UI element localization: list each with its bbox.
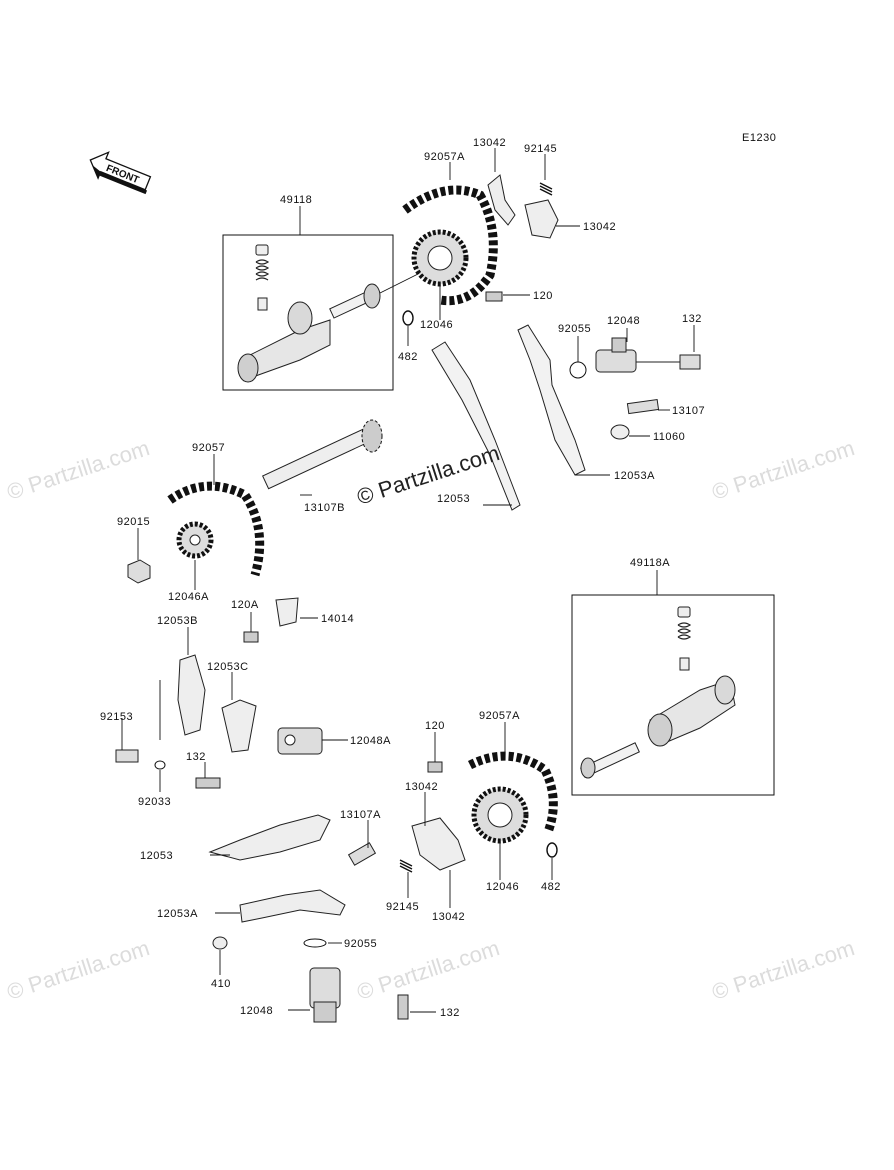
label-92055-top: 92055 [558, 323, 591, 335]
label-12048-top: 12048 [607, 315, 640, 327]
label-92057A-top: 92057A [424, 151, 465, 163]
nut-92015 [127, 559, 151, 584]
o-ring-92055-bottom [303, 938, 327, 948]
label-13107: 13107 [672, 405, 705, 417]
guide-12053B [177, 654, 206, 736]
watermark-tile: © Partzilla.com [354, 0, 503, 5]
part-labels: 92057A 13042 92145 13042 49118 120 12046… [100, 137, 705, 1019]
figure-code: E1230 [742, 132, 776, 144]
bolt-132-bottom [397, 994, 409, 1020]
chain-plate-13042-bottom [411, 817, 466, 871]
label-13107A: 13107A [340, 809, 381, 821]
label-12048A: 12048A [350, 735, 391, 747]
label-12053A-top: 12053A [614, 470, 655, 482]
label-14014: 14014 [321, 613, 354, 625]
label-92145-top: 92145 [524, 143, 557, 155]
label-13042-right: 13042 [583, 221, 616, 233]
label-12053B: 12053B [157, 615, 198, 627]
washer-11060 [610, 424, 630, 440]
label-11060: 11060 [653, 431, 685, 443]
camshaft-exhaust [237, 244, 381, 383]
label-13042-top: 13042 [473, 137, 506, 149]
cam-chain-top [402, 185, 498, 306]
leader-lines [121, 148, 695, 1013]
assembly-box-49118 [222, 234, 394, 391]
spring-92145-bottom [399, 859, 413, 873]
chain-guide-12053A-top [517, 324, 586, 476]
label-120-bottom: 120 [425, 720, 445, 732]
label-482-top: 482 [398, 351, 418, 363]
bolt-132-mid [195, 777, 221, 789]
watermark-tile: © Partzilla.com [709, 0, 858, 5]
bolt-13107 [626, 398, 660, 415]
label-49118A: 49118A [630, 557, 670, 569]
label-410: 410 [211, 978, 231, 990]
washer-482-top [402, 310, 414, 326]
tensioner-12048-top [595, 337, 701, 373]
label-132-mid: 132 [186, 751, 206, 763]
label-132-top: 132 [682, 313, 702, 325]
tensioner-12048-bottom [309, 967, 341, 1023]
bolt-13107A [347, 842, 377, 866]
sprocket-12046A [176, 521, 214, 559]
label-12053-mid: 12053 [437, 493, 470, 505]
cam-sprocket-bottom [471, 786, 529, 844]
bracket-14014 [275, 597, 299, 627]
bolt-92153 [115, 749, 139, 763]
spring-92145-top [539, 182, 553, 196]
label-12053C: 12053C [207, 661, 249, 673]
label-12046-bottom: 12046 [486, 881, 519, 893]
cam-sprocket-top [411, 229, 469, 287]
label-49118: 49118 [280, 194, 312, 206]
bolt-120-top [485, 291, 503, 302]
washer-92033 [154, 760, 166, 770]
label-13042-bottom-2: 13042 [432, 911, 465, 923]
watermark-tile: © Partzilla.com [709, 435, 858, 505]
label-92015: 92015 [117, 516, 150, 528]
label-12046A: 12046A [168, 591, 209, 603]
label-120-top: 120 [533, 290, 553, 302]
label-92057A-bottom: 92057A [479, 710, 520, 722]
front-arrow-icon: FRONT [89, 151, 152, 195]
label-92033: 92033 [138, 796, 171, 808]
guide-12053C [221, 699, 257, 753]
label-92153: 92153 [100, 711, 133, 723]
o-ring-92055-top [569, 361, 587, 379]
label-482-bottom: 482 [541, 881, 561, 893]
label-13107B: 13107B [304, 502, 345, 514]
bolt-120A [243, 631, 259, 643]
label-13042-bottom-1: 13042 [405, 781, 438, 793]
label-132-bottom: 132 [440, 1007, 460, 1019]
chain-plate-13042-top [487, 174, 516, 226]
chain-plate-13042-right [524, 199, 559, 239]
washer-482-bottom [546, 842, 558, 858]
washer-410 [212, 936, 228, 950]
label-12053A-bottom: 12053A [157, 908, 198, 920]
label-92057: 92057 [192, 442, 225, 454]
label-12053-bottom: 12053 [140, 850, 173, 862]
tensioner-12048A [277, 727, 323, 755]
label-12046-top: 12046 [420, 319, 453, 331]
guide-12053A-bottom [239, 889, 346, 923]
camshaft-intake [580, 606, 736, 779]
assembly-box-49118A [571, 594, 775, 796]
cam-chain-92057A-bottom [467, 751, 558, 834]
label-92055-bottom: 92055 [344, 938, 377, 950]
watermark-tile: © Partzilla.com [4, 435, 153, 505]
watermark-tile: © Partzilla.com [709, 935, 858, 1005]
label-92145-bottom: 92145 [386, 901, 419, 913]
bolt-120-bottom [427, 761, 443, 773]
crank-gear-13107B [261, 419, 383, 490]
watermark-tile: © Partzilla.com [4, 935, 153, 1005]
chain-guide-12053-mid [431, 341, 521, 511]
label-12048-bottom: 12048 [240, 1005, 273, 1017]
guide-12053-bottom [208, 814, 331, 861]
cam-chain-92057 [167, 481, 265, 577]
label-120A: 120A [231, 599, 259, 611]
